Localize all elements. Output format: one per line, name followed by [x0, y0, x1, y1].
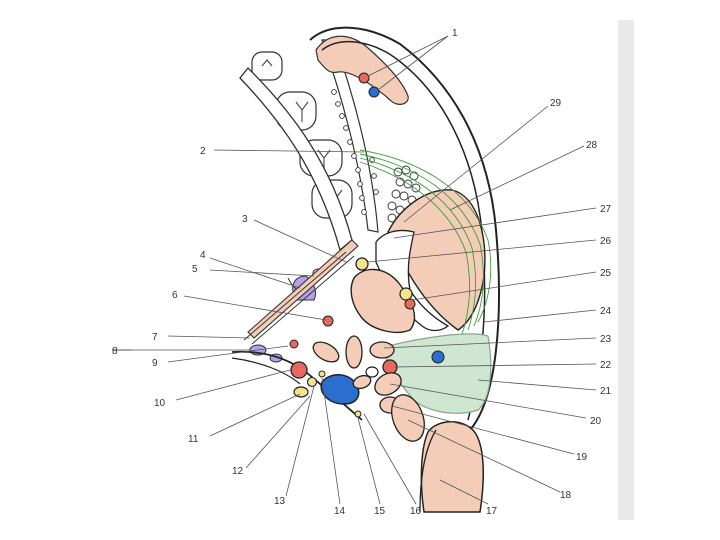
label-23: 23 — [600, 334, 612, 345]
label-16: 16 — [410, 506, 422, 517]
label-2: 2 — [200, 146, 206, 157]
sternocleidomastoid — [421, 422, 483, 512]
label-25: 25 — [600, 268, 612, 279]
artery-25 — [405, 299, 415, 309]
label-19: 19 — [576, 452, 588, 463]
band-line-a — [244, 252, 346, 340]
label-14: 14 — [334, 506, 346, 517]
vein-22 — [432, 351, 444, 363]
nerve-13 — [308, 378, 317, 387]
band-line-b — [252, 256, 354, 344]
label-13: 13 — [274, 496, 286, 507]
label-5: 5 — [192, 264, 198, 275]
label-20: 20 — [590, 416, 602, 427]
nerve-25 — [400, 288, 412, 300]
label-29: 29 — [550, 98, 562, 109]
label-8: 8 — [112, 346, 118, 357]
artery-6 — [323, 316, 333, 326]
label-24: 24 — [600, 306, 612, 317]
label-28: 28 — [586, 140, 598, 151]
label-15: 15 — [374, 506, 386, 517]
muscle-ellipse-b — [346, 336, 362, 368]
label-3: 3 — [242, 214, 248, 225]
label-1: 1 — [452, 28, 458, 39]
label-7: 7 — [152, 332, 158, 343]
muscle-ellipse-a — [310, 338, 342, 366]
label-4: 4 — [200, 250, 206, 261]
label-18: 18 — [560, 490, 572, 501]
artery-1 — [359, 73, 369, 83]
label-9: 9 — [152, 358, 158, 369]
label-27: 27 — [600, 204, 612, 215]
jugular-vein — [321, 375, 358, 404]
vein-1 — [369, 87, 379, 97]
nerve-26 — [356, 258, 368, 270]
label-6: 6 — [172, 290, 178, 301]
label-22: 22 — [600, 360, 612, 371]
label-12: 12 — [232, 466, 244, 477]
upper-muscle — [316, 36, 408, 104]
artery-9 — [290, 340, 298, 348]
nerve-14 — [319, 371, 325, 377]
label-17: 17 — [486, 506, 498, 517]
nerve-15 — [355, 411, 361, 417]
label-11: 11 — [188, 434, 199, 445]
artery-10 — [291, 362, 307, 378]
label-21: 21 — [600, 386, 612, 397]
label-10: 10 — [154, 398, 166, 409]
muscle-ellipse-c — [370, 342, 394, 358]
process-ellipse — [366, 367, 378, 377]
label-26: 26 — [600, 236, 612, 247]
